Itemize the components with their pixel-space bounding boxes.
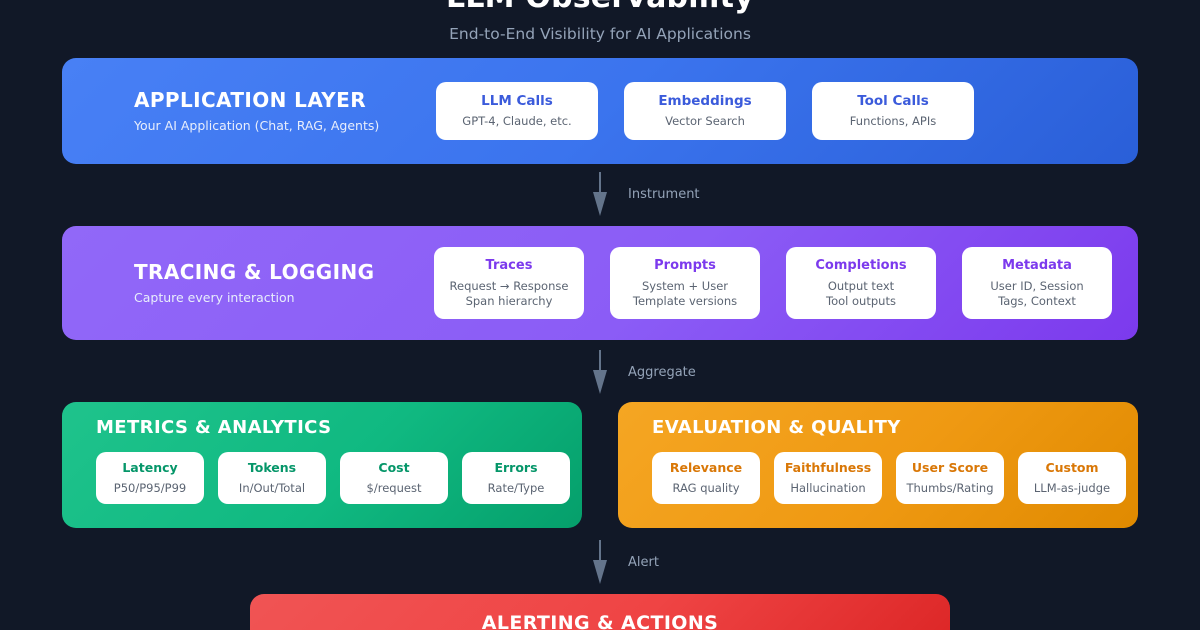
- card-line: Thumbs/Rating: [906, 480, 994, 495]
- card-line: LLM-as-judge: [1033, 480, 1111, 495]
- card-subtitle: Request → Response Span hierarchy: [450, 279, 569, 309]
- card-line: Span hierarchy: [465, 293, 553, 308]
- card-subtitle: GPT-4, Claude, etc.: [462, 114, 571, 129]
- layer-tracing-subtitle: Capture every interaction: [134, 290, 295, 305]
- card-faithfulness[interactable]: Faithfulness Hallucination: [774, 451, 882, 504]
- card-subtitle: Rate/Type: [488, 481, 545, 496]
- card-line: Output text: [827, 278, 895, 293]
- card-tokens[interactable]: Tokens In/Out/Total: [218, 451, 326, 504]
- card-line: Tool outputs: [826, 293, 896, 308]
- arrow-down-icon: [592, 172, 608, 216]
- layer-application[interactable]: APPLICATION LAYER Your AI Application (C…: [62, 58, 1138, 164]
- card-subtitle: Output text Tool outputs: [826, 279, 896, 309]
- layer-application-subtitle: Your AI Application (Chat, RAG, Agents): [134, 118, 380, 133]
- layer-evaluation[interactable]: EVALUATION & QUALITY Relevance RAG quali…: [618, 402, 1138, 528]
- layer-evaluation-cards: Relevance RAG quality Faithfulness Hallu…: [652, 451, 1126, 504]
- card-cost[interactable]: Cost $/request: [340, 451, 448, 504]
- card-subtitle: In/Out/Total: [239, 481, 305, 496]
- card-line: Template versions: [632, 293, 738, 308]
- layer-alerting[interactable]: ALERTING & ACTIONS: [250, 594, 950, 630]
- card-llm-calls[interactable]: LLM Calls GPT-4, Claude, etc.: [436, 82, 598, 140]
- card-line: Request → Response: [449, 278, 569, 293]
- card-title: Embeddings: [658, 93, 752, 109]
- layer-tracing-cards: Traces Request → Response Span hierarchy…: [434, 247, 1112, 319]
- card-line: In/Out/Total: [238, 480, 306, 495]
- connector-label: Instrument: [628, 186, 700, 202]
- layer-application-title: APPLICATION LAYER: [134, 88, 367, 112]
- card-line: Hallucination: [790, 480, 866, 495]
- layer-alerting-title: ALERTING & ACTIONS: [481, 611, 719, 630]
- card-title: LLM Calls: [481, 93, 553, 109]
- layer-tracing[interactable]: TRACING & LOGGING Capture every interact…: [62, 226, 1138, 340]
- diagram-header: LLM Observability End-to-End Visibility …: [0, 0, 1200, 44]
- card-line: Tags, Context: [998, 293, 1076, 308]
- arrow-down-icon: [592, 540, 608, 584]
- connector-instrument: Instrument: [592, 172, 700, 216]
- card-subtitle: LLM-as-judge: [1034, 481, 1110, 496]
- card-line: Rate/Type: [487, 480, 545, 495]
- card-subtitle: System + User Template versions: [633, 279, 737, 309]
- card-line: $/request: [366, 480, 422, 495]
- card-title: Tokens: [247, 459, 297, 475]
- card-subtitle: P50/P95/P99: [114, 481, 186, 496]
- card-title: Metadata: [1002, 257, 1072, 273]
- card-line: System + User: [641, 278, 729, 293]
- card-title: User Score: [911, 459, 989, 475]
- page-title: LLM Observability: [0, 0, 1200, 18]
- card-subtitle: Hallucination: [790, 481, 865, 496]
- card-title: Prompts: [654, 257, 716, 273]
- card-title: Errors: [494, 459, 538, 475]
- card-errors[interactable]: Errors Rate/Type: [462, 451, 570, 504]
- card-line: Vector Search: [665, 114, 745, 128]
- connector-label: Aggregate: [628, 364, 696, 380]
- card-latency[interactable]: Latency P50/P95/P99: [96, 451, 204, 504]
- layer-tracing-label: TRACING & LOGGING Capture every interact…: [134, 261, 374, 305]
- card-subtitle: User ID, Session Tags, Context: [990, 279, 1083, 309]
- card-title: Faithfulness: [784, 459, 872, 475]
- card-tool-calls[interactable]: Tool Calls Functions, APIs: [812, 82, 974, 140]
- card-title: Relevance: [669, 459, 743, 475]
- card-line: P50/P95/P99: [113, 480, 187, 495]
- card-title: Cost: [378, 459, 410, 475]
- connector-aggregate: Aggregate: [592, 350, 696, 394]
- layer-metrics[interactable]: METRICS & ANALYTICS Latency P50/P95/P99 …: [62, 402, 582, 528]
- card-subtitle: Vector Search: [665, 114, 745, 129]
- layer-metrics-cards: Latency P50/P95/P99 Tokens In/Out/Total …: [96, 451, 570, 504]
- card-line: User ID, Session: [990, 278, 1084, 293]
- card-title: Tool Calls: [857, 93, 929, 109]
- card-title: Completions: [815, 257, 907, 273]
- card-embeddings[interactable]: Embeddings Vector Search: [624, 82, 786, 140]
- arrow-down-icon: [592, 350, 608, 394]
- card-line: Functions, APIs: [849, 114, 937, 128]
- card-traces[interactable]: Traces Request → Response Span hierarchy: [434, 247, 584, 319]
- card-user-score[interactable]: User Score Thumbs/Rating: [896, 451, 1004, 504]
- card-subtitle: Functions, APIs: [850, 114, 936, 129]
- card-line: RAG quality: [672, 480, 740, 495]
- card-relevance[interactable]: Relevance RAG quality: [652, 451, 760, 504]
- layer-metrics-title: METRICS & ANALYTICS: [96, 417, 332, 438]
- card-subtitle: $/request: [367, 481, 422, 496]
- card-subtitle: Thumbs/Rating: [906, 481, 993, 496]
- card-completions[interactable]: Completions Output text Tool outputs: [786, 247, 936, 319]
- card-title: Traces: [485, 257, 533, 273]
- card-line: GPT-4, Claude, etc.: [462, 114, 572, 128]
- layer-tracing-title: TRACING & LOGGING: [134, 260, 375, 284]
- card-subtitle: RAG quality: [672, 481, 739, 496]
- card-prompts[interactable]: Prompts System + User Template versions: [610, 247, 760, 319]
- layer-evaluation-title: EVALUATION & QUALITY: [652, 417, 901, 438]
- connector-label: Alert: [628, 554, 659, 570]
- page-subtitle: End-to-End Visibility for AI Application…: [449, 25, 751, 43]
- card-custom[interactable]: Custom LLM-as-judge: [1018, 451, 1126, 504]
- connector-alert: Alert: [592, 540, 659, 584]
- card-title: Custom: [1045, 459, 1099, 475]
- card-title: Latency: [122, 459, 178, 475]
- layer-application-label: APPLICATION LAYER Your AI Application (C…: [134, 89, 379, 133]
- card-metadata[interactable]: Metadata User ID, Session Tags, Context: [962, 247, 1112, 319]
- layer-application-cards: LLM Calls GPT-4, Claude, etc. Embeddings…: [436, 82, 974, 140]
